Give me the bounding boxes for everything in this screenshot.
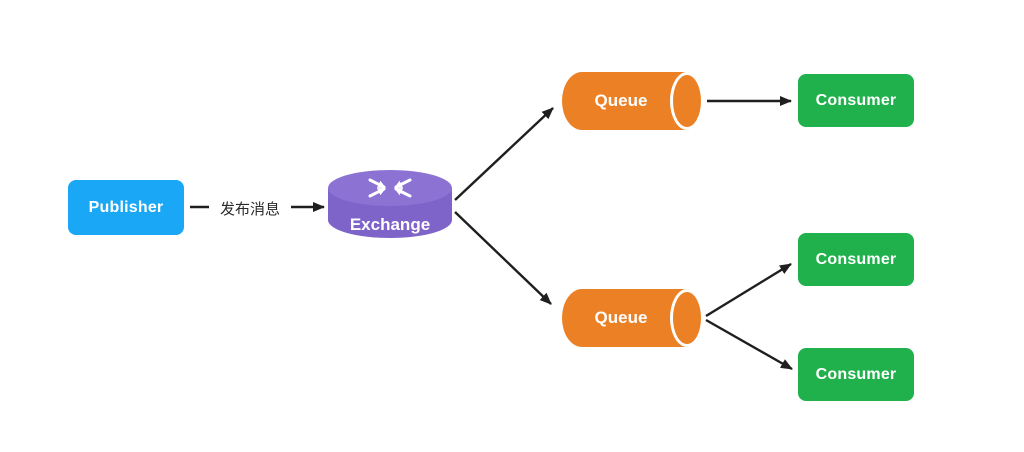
publish-edge-label: 发布消息 [219, 201, 280, 218]
publisher-label: Publisher [88, 198, 164, 216]
queue-top-label: Queue [594, 91, 648, 110]
consumer-mid-node: Consumer [798, 233, 914, 286]
arrow-queue-bottom-to-consumer-mid [705, 262, 792, 318]
queue-bottom-node: Queue [562, 289, 704, 347]
consumer-bottom-label: Consumer [815, 365, 897, 383]
publisher-node: Publisher [68, 180, 184, 235]
arrow-exchange-to-queue-bottom [454, 211, 552, 305]
consumer-top-label: Consumer [815, 91, 897, 109]
queue-cylinder-cap [670, 289, 704, 347]
consumer-mid-label: Consumer [815, 250, 897, 268]
queue-cylinder-cap [670, 72, 704, 130]
queue-cylinder-body [562, 289, 689, 347]
consumer-top-node: Consumer [798, 74, 914, 127]
route-icon [368, 178, 412, 198]
consumer-bottom-node: Consumer [798, 348, 914, 401]
exchange-cylinder-top [328, 170, 452, 206]
exchange-label: Exchange [349, 215, 431, 234]
queue-cylinder-body [562, 72, 689, 130]
arrow-exchange-to-queue-top [454, 107, 554, 201]
queue-bottom-label: Queue [594, 308, 648, 327]
exchange-node: Exchange [328, 170, 452, 238]
arrow-queue-bottom-to-consumer-bottom [705, 318, 793, 371]
queue-top-node: Queue [562, 72, 704, 130]
